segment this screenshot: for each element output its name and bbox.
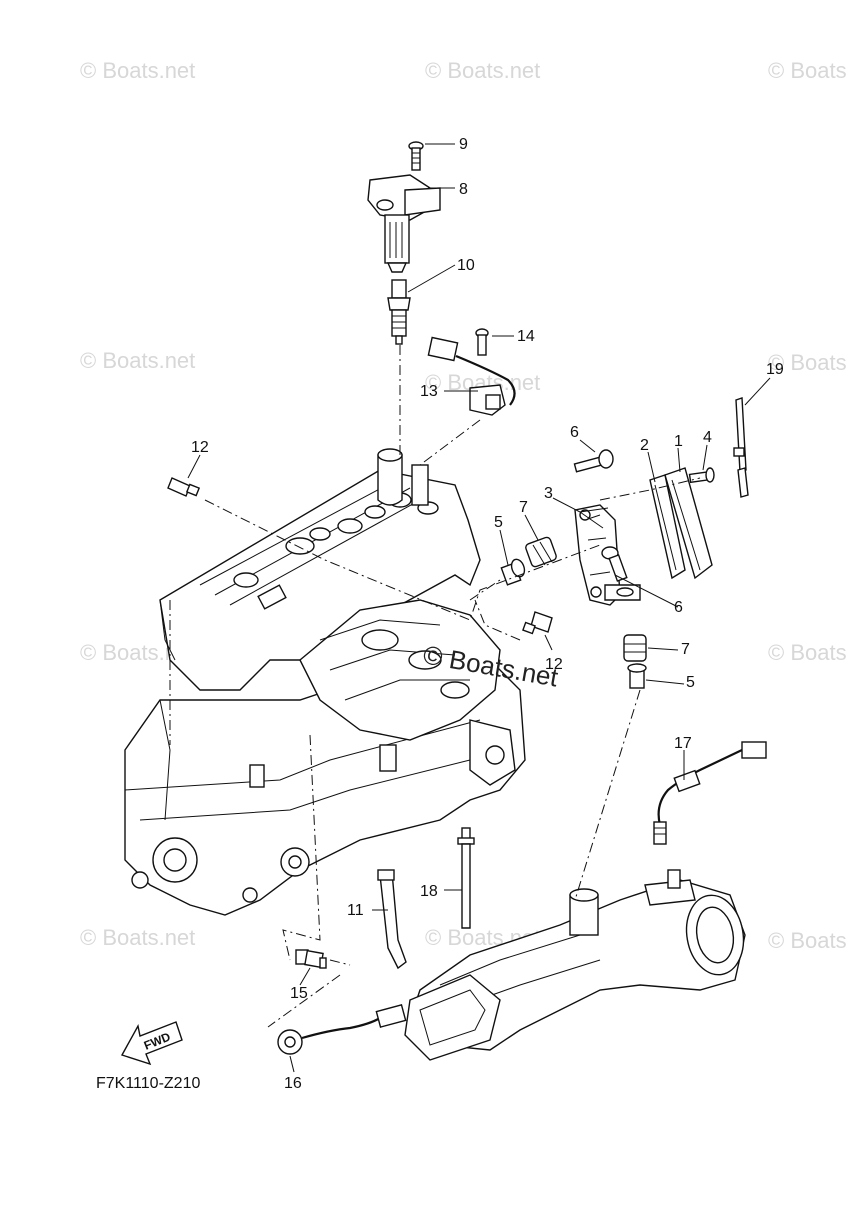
callout-15[interactable]: 15 [290,985,308,1002]
bolt-6-upper [573,449,614,473]
watermark: © Boats.net [80,925,195,950]
exhaust-pipe [404,869,746,1061]
callout-8[interactable]: 8 [459,181,468,198]
sensor-16 [277,1004,407,1055]
gasket-2 [649,474,686,580]
callouts: 1 2 3 4 5 5 6 6 7 7 8 9 10 11 12 12 13 1… [191,136,784,1092]
fwd-arrow-icon: FWD [120,1021,183,1066]
callout-6[interactable]: 6 [674,599,683,616]
watermark: © Boats.net [768,928,848,953]
callout-14[interactable]: 14 [517,328,535,345]
callout-7[interactable]: 7 [681,641,690,658]
bolt-9 [408,141,424,171]
callout-5[interactable]: 5 [686,674,695,691]
bolt-14 [475,328,489,356]
cover-1 [664,467,713,580]
callout-9[interactable]: 9 [459,136,468,153]
sensor-17 [653,741,767,845]
callout-16[interactable]: 16 [284,1075,302,1092]
engine-block [124,448,526,916]
bolt-4 [688,467,715,484]
callout-13[interactable]: 13 [420,383,438,400]
bracket-assembly [574,504,641,606]
watermark: © Boats.net [768,350,848,375]
wire-band-11 [377,869,407,970]
leader-lines [187,143,771,1073]
collar-5-lower [627,663,647,689]
assembly-lines [169,345,701,1028]
callout-3[interactable]: 3 [544,485,553,502]
sensor-15 [295,949,327,969]
diagram-code: F7K1110-Z210 [96,1075,200,1092]
callout-11[interactable]: 11 [347,902,364,919]
wire-band-19 [733,397,749,498]
callout-4[interactable]: 4 [703,429,712,446]
bolt-6-lower [601,546,628,582]
callout-12[interactable]: 12 [545,656,563,673]
ignition-coil [367,174,441,273]
collar-5-upper [500,558,526,586]
watermark: © Boats.net [768,58,848,83]
callout-5[interactable]: 5 [494,514,503,531]
temp-sensor-upper [167,477,201,497]
callout-7[interactable]: 7 [519,499,528,516]
watermark: © Boats.net [80,58,195,83]
watermark: © Boats.net [425,58,540,83]
callout-18[interactable]: 18 [420,883,438,900]
callout-1[interactable]: 1 [674,433,683,450]
watermark: © Boats.net [768,640,848,665]
callout-12[interactable]: 12 [191,439,209,456]
watermark: © Boats.net [80,348,195,373]
rubber-7-upper [525,536,557,568]
spark-plug [387,279,411,345]
callout-6[interactable]: 6 [570,424,579,441]
rubber-7-lower [623,634,647,662]
wire-band-18 [457,827,475,929]
temp-sensor-center [522,611,553,635]
callout-2[interactable]: 2 [640,437,649,454]
callout-17[interactable]: 17 [674,735,692,752]
callout-10[interactable]: 10 [457,257,475,274]
callout-19[interactable]: 19 [766,361,784,378]
cam-sensor [427,336,516,416]
